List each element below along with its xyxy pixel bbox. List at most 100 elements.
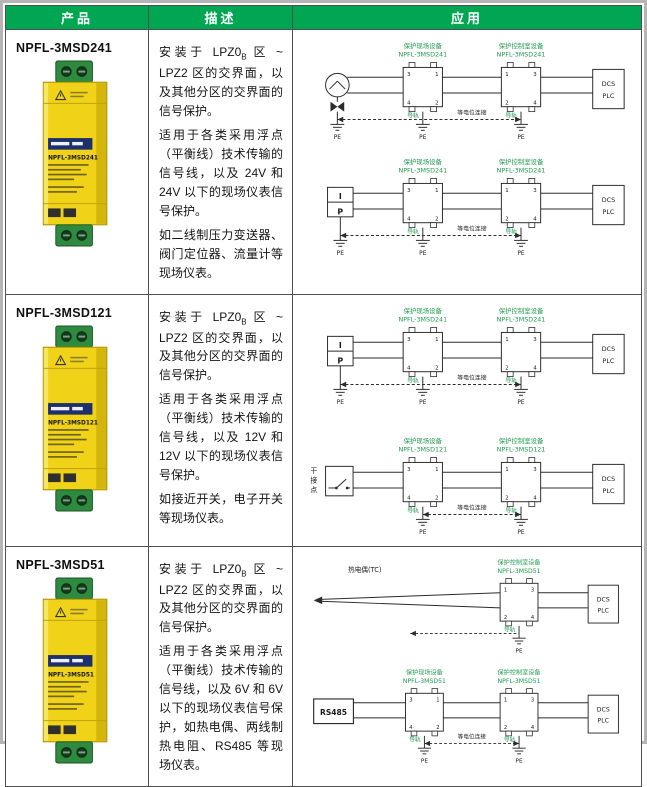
- svg-text:1: 1: [435, 72, 438, 78]
- svg-text:DCS: DCS: [597, 596, 610, 603]
- product-model: NPFL-3MSD51: [16, 557, 105, 572]
- product-model: NPFL-3MSD241: [16, 41, 112, 55]
- svg-text:NPFL-3MSD51: NPFL-3MSD51: [403, 677, 446, 684]
- svg-text:等电位连接: 等电位连接: [457, 109, 487, 117]
- col-header-description: 描述: [148, 5, 293, 30]
- svg-text:导轨: 导轨: [407, 376, 419, 384]
- svg-text:P: P: [337, 356, 343, 365]
- col-header-product: 产品: [5, 5, 149, 30]
- svg-text:导轨: 导轨: [504, 625, 516, 633]
- svg-text:导轨: 导轨: [504, 735, 516, 743]
- product-photo: NPFL-3MSD121: [6, 324, 148, 513]
- description-text: 安装于 LPZ0: [159, 45, 242, 59]
- svg-text:2: 2: [435, 216, 438, 222]
- svg-text:NPFL-3MSD51: NPFL-3MSD51: [498, 567, 541, 574]
- svg-text:PE: PE: [516, 758, 523, 764]
- svg-text:保护现场设备: 保护现场设备: [404, 41, 443, 50]
- svg-text:1: 1: [504, 697, 507, 703]
- description-text: 安装于 LPZ0: [159, 309, 242, 324]
- svg-text:PE: PE: [337, 251, 345, 257]
- svg-text:3: 3: [531, 697, 534, 703]
- svg-text:3: 3: [407, 466, 410, 472]
- svg-text:DCS: DCS: [597, 706, 610, 713]
- svg-text:PE: PE: [421, 758, 428, 764]
- svg-text:3: 3: [407, 336, 410, 342]
- table-header-row: 产品 描述 应用: [5, 5, 642, 30]
- svg-text:2: 2: [505, 365, 508, 371]
- svg-text:1: 1: [505, 72, 508, 78]
- svg-text:PLC: PLC: [602, 92, 614, 100]
- svg-text:干: 干: [310, 467, 317, 475]
- svg-text:4: 4: [533, 365, 537, 371]
- svg-text:3: 3: [409, 697, 412, 703]
- svg-text:DCS: DCS: [602, 345, 615, 353]
- svg-text:4: 4: [409, 724, 413, 730]
- table-row: NPFL-3MSD241 NPFL-3MSD241 安装于 LPZ0B 区 ~ …: [5, 29, 642, 295]
- svg-text:PLC: PLC: [602, 356, 614, 364]
- svg-text:PE: PE: [517, 251, 525, 257]
- description-paragraph: 适用于各类采用浮点（平衡线）技术传输的信号线，以及 24V 和 24V 以下的现…: [159, 127, 283, 218]
- svg-text:3: 3: [533, 466, 536, 472]
- svg-text:DCS: DCS: [602, 475, 615, 483]
- svg-text:保护控制室设备: 保护控制室设备: [499, 305, 544, 314]
- svg-text:热电偶(TC): 热电偶(TC): [348, 564, 382, 573]
- svg-text:2: 2: [504, 614, 507, 620]
- svg-text:4: 4: [533, 100, 537, 106]
- lpz-subscript: B: [241, 568, 247, 578]
- svg-text:PE: PE: [517, 530, 525, 536]
- description-paragraph: 安装于 LPZ0B 区 ~ LPZ2 区的交界面，以及其他分区的交界面的信号保护…: [159, 308, 283, 386]
- svg-text:3: 3: [407, 188, 410, 194]
- svg-text:保护现场设备: 保护现场设备: [406, 668, 443, 676]
- svg-text:NPFL-3MSD121: NPFL-3MSD121: [48, 420, 98, 426]
- svg-text:I: I: [339, 341, 342, 350]
- svg-text:3: 3: [533, 72, 536, 78]
- svg-text:3: 3: [407, 72, 410, 78]
- svg-text:PLC: PLC: [602, 486, 614, 494]
- description-text: 区 ~ LPZ2 区的交界面，以及其他分区的交界面的信号保护。: [159, 45, 283, 118]
- svg-text:2: 2: [435, 495, 438, 501]
- description-cell: 安装于 LPZ0B 区 ~ LPZ2 区的交界面，以及其他分区的交界面的信号保护…: [148, 29, 293, 295]
- svg-text:1: 1: [435, 188, 438, 194]
- svg-text:PE: PE: [419, 135, 427, 141]
- product-photo: NPFL-3MSD241: [6, 59, 148, 248]
- svg-text:NPFL-3MSD241: NPFL-3MSD241: [398, 315, 447, 323]
- svg-text:点: 点: [310, 485, 317, 493]
- svg-text:PE: PE: [419, 530, 427, 536]
- svg-text:RS485: RS485: [320, 708, 347, 717]
- svg-text:PE: PE: [419, 251, 427, 257]
- lpz-subscript: B: [241, 52, 247, 62]
- svg-text:1: 1: [504, 587, 507, 593]
- svg-text:1: 1: [436, 697, 439, 703]
- svg-text:2: 2: [505, 495, 508, 501]
- svg-text:保护控制室设备: 保护控制室设备: [499, 157, 544, 166]
- svg-text:导轨: 导轨: [505, 228, 517, 236]
- description-paragraph: 安装于 LPZ0B 区 ~ LPZ2 区的交界面，以及其他分区的交界面的信号保护…: [159, 560, 283, 638]
- svg-text:导轨: 导轨: [407, 506, 419, 514]
- svg-text:导轨: 导轨: [409, 735, 421, 743]
- svg-text:等电位连接: 等电位连接: [457, 373, 487, 381]
- svg-text:1: 1: [505, 336, 508, 342]
- svg-text:NPFL-3MSD241: NPFL-3MSD241: [48, 155, 98, 161]
- svg-text:1: 1: [435, 466, 438, 472]
- svg-text:导轨: 导轨: [407, 228, 419, 236]
- svg-text:保护现场设备: 保护现场设备: [404, 157, 443, 166]
- table-row: NPFL-3MSD51 NPFL-3MSD51 安装于 LPZ0B 区 ~ LP…: [5, 545, 642, 787]
- svg-text:3: 3: [533, 188, 536, 194]
- svg-text:NPFL-3MSD121: NPFL-3MSD121: [497, 445, 546, 453]
- svg-text:PLC: PLC: [602, 208, 614, 216]
- description-paragraph: 如二线制压力变送器、阀门定位器、流量计等现场仪表。: [159, 227, 283, 280]
- product-cell: NPFL-3MSD121 NPFL-3MSD121: [5, 293, 149, 547]
- description-paragraph: 适用于各类采用浮点（平衡线）技术传输的信号线，以及 12V 和 12V 以下的现…: [159, 392, 283, 483]
- description-paragraph: 安装于 LPZ0B 区 ~ LPZ2 区的交界面，以及其他分区的交界面的信号保护…: [159, 43, 283, 121]
- svg-text:导轨: 导轨: [505, 376, 517, 384]
- svg-text:I: I: [339, 192, 342, 201]
- svg-text:保护控制室设备: 保护控制室设备: [498, 558, 541, 566]
- svg-text:DCS: DCS: [602, 80, 615, 88]
